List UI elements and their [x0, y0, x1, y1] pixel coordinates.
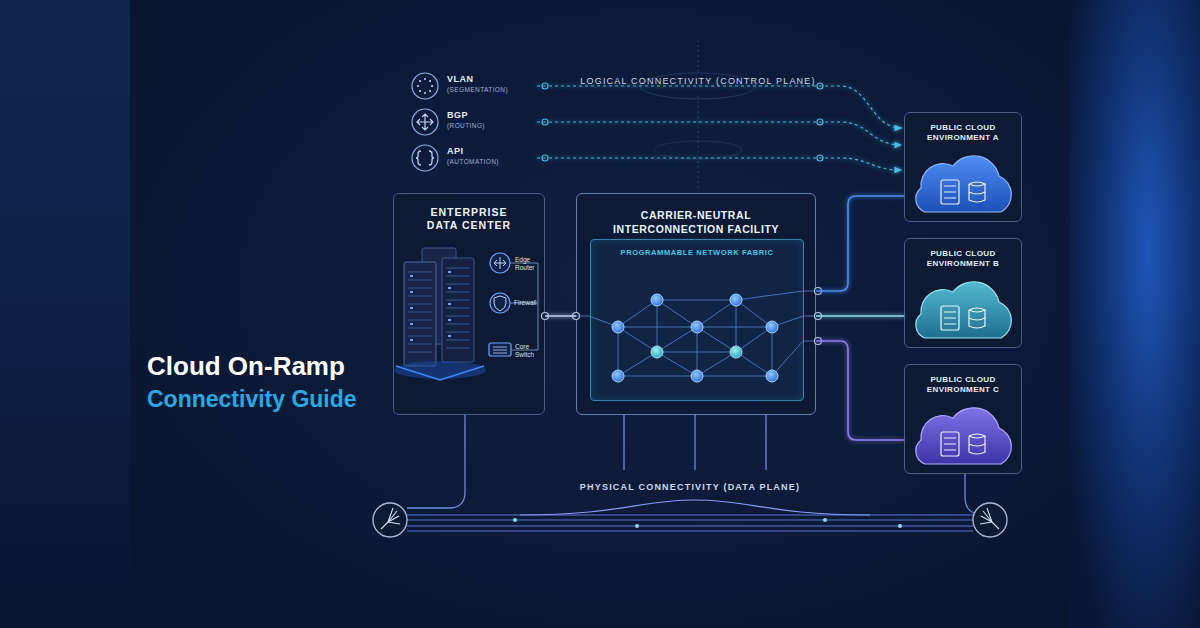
fiber-glyph	[980, 508, 999, 529]
fiber-dot	[898, 524, 902, 528]
api-glyph	[416, 151, 434, 165]
node-subtext: (AUTOMATION)	[447, 157, 537, 166]
vlan-icon	[412, 73, 438, 99]
fabric-node	[691, 370, 703, 382]
plane-divider	[698, 40, 699, 190]
node-heading: PUBLIC CLOUD ENVIRONMENT A	[905, 113, 1021, 143]
control-item: BGP(ROUTING)	[447, 110, 537, 134]
fiber-connector	[373, 503, 407, 537]
node-heading: PUBLIC CLOUD ENVIRONMENT C	[905, 365, 1021, 395]
bgp-glyph	[417, 114, 433, 130]
node-subtext: (ROUTING)	[447, 121, 537, 130]
plane-label: LOGICAL CONNECTIVITY (CONTROL PLANE)	[540, 76, 856, 86]
fiber-dot	[635, 524, 639, 528]
control-link	[537, 158, 902, 170]
fabric-node	[651, 294, 663, 306]
rack-base-glow	[394, 361, 486, 379]
switch-icon	[489, 343, 511, 356]
database-glyph	[944, 308, 985, 328]
cloud-shape	[916, 156, 1012, 212]
fabric-node	[651, 346, 663, 358]
fiber-hump	[520, 500, 870, 515]
rack-slots	[408, 268, 470, 352]
fiber-bundle	[407, 515, 973, 531]
diagram-title: Cloud On-Ramp	[147, 351, 345, 382]
subtitle: Connectivity Guide	[147, 386, 357, 413]
firewall-icon	[490, 293, 510, 313]
fabric-node	[766, 370, 778, 382]
router-glyph	[494, 257, 506, 269]
node-heading: API	[447, 146, 537, 157]
node-heading: BGP	[447, 110, 537, 121]
node-subtext: (SEGMENTATION)	[447, 85, 537, 94]
node-heading: ENTERPRISE DATA CENTER	[394, 194, 544, 232]
fiber-dots	[513, 518, 902, 528]
device-label: Edge Router	[515, 256, 545, 272]
server-rack	[442, 258, 474, 362]
cloud-shape	[916, 408, 1012, 464]
vlan-glyph	[418, 79, 432, 93]
fiber-dot	[513, 518, 517, 522]
physical-drop	[407, 415, 974, 513]
data-link	[816, 315, 904, 317]
cloud-icon	[916, 408, 1012, 464]
cloud-icon	[916, 282, 1012, 338]
plane-label: PHYSICAL CONNECTIVITY (DATA PLANE)	[520, 482, 860, 492]
rack-leds	[410, 272, 451, 340]
database-glyph	[944, 182, 985, 202]
fabric-node	[612, 370, 624, 382]
fabric-nodes	[612, 294, 778, 382]
fabric-node	[766, 321, 778, 333]
control-item: VLAN(SEGMENTATION)	[447, 74, 537, 98]
fiber-connector	[973, 503, 1007, 537]
data-link	[816, 341, 904, 440]
fabric-node	[730, 346, 742, 358]
fabric-node	[730, 294, 742, 306]
cloud-shape	[916, 282, 1012, 338]
bgp-icon	[412, 109, 438, 135]
side-panel	[0, 0, 130, 628]
data-link	[545, 315, 576, 317]
fiber-dot	[823, 518, 827, 522]
switch-glyph	[493, 347, 507, 353]
side-panel	[1070, 0, 1200, 628]
fiber-glyph	[381, 508, 400, 529]
center-panel	[130, 0, 1070, 628]
api-icon	[412, 145, 438, 171]
node-heading: CARRIER-NEUTRAL INTERCONNECTION FACILITY	[577, 194, 815, 236]
database-glyph	[944, 434, 985, 454]
fabric-node	[691, 321, 703, 333]
device-label: Core Switch	[515, 343, 545, 359]
cloud-icon	[916, 156, 1012, 212]
fabric-mesh	[576, 291, 816, 376]
device-wires	[510, 263, 538, 350]
router-icon	[490, 253, 510, 273]
data-link	[816, 196, 904, 291]
rack-base	[396, 366, 484, 380]
fabric-node	[612, 321, 624, 333]
server-rack	[404, 262, 436, 366]
node-heading: PUBLIC CLOUD ENVIRONMENT B	[905, 239, 1021, 269]
control-item: API(AUTOMATION)	[447, 146, 537, 170]
device-label: Firewall	[514, 299, 544, 307]
node-heading: VLAN	[447, 74, 537, 85]
control-link	[537, 122, 902, 145]
shield-glyph	[494, 296, 506, 311]
node-heading: PROGRAMMABLE NETWORK FABRIC	[591, 240, 803, 258]
